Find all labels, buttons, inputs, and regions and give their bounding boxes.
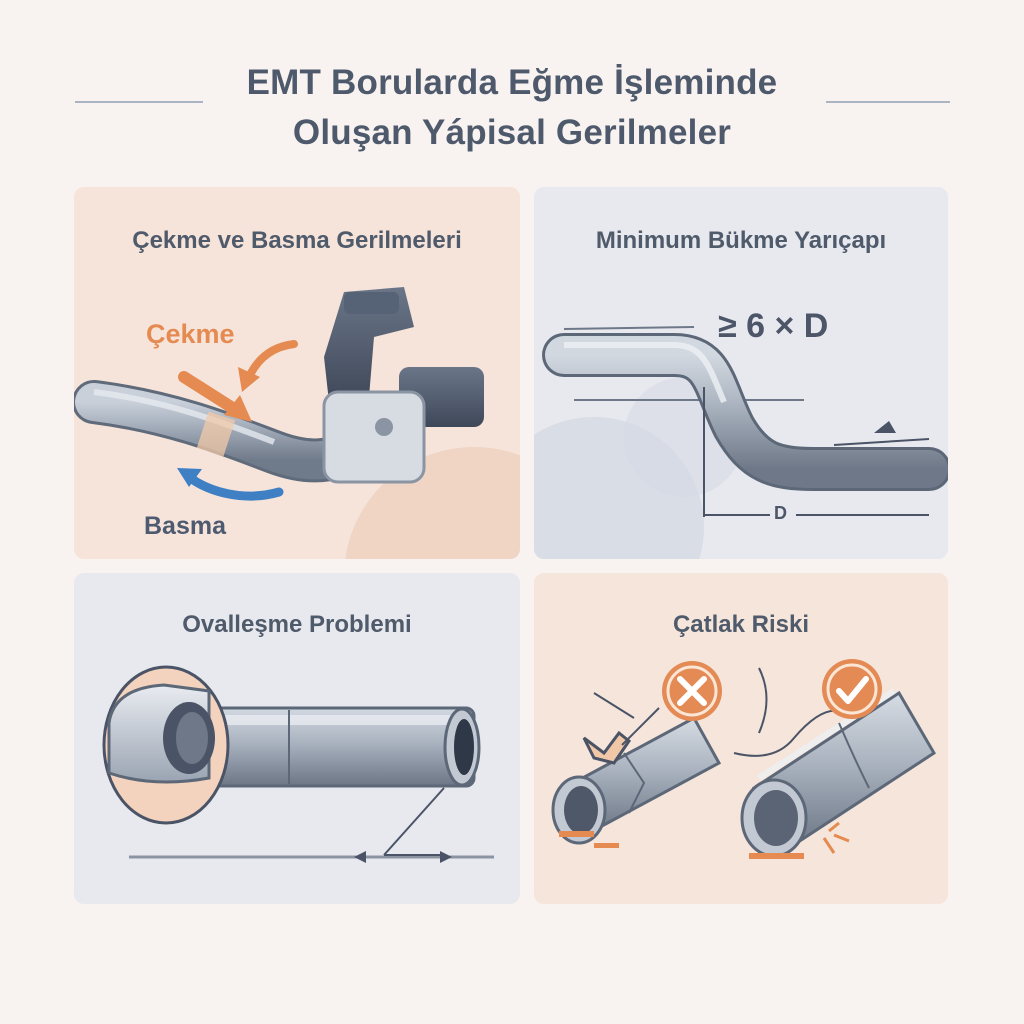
axis-marker-left	[354, 851, 366, 863]
bender-shoe	[322, 390, 426, 484]
compression-arrow	[184, 472, 284, 501]
leader-line	[383, 787, 445, 856]
shoe-bolt	[375, 418, 393, 436]
background-circle	[345, 447, 520, 559]
title-rule-left	[75, 101, 203, 103]
bend-illustration	[74, 287, 520, 559]
radius-illustration	[534, 326, 948, 559]
panel-title-ovality: Ovalleşme Problemi	[182, 611, 412, 638]
ring-bore-inner	[176, 712, 208, 764]
bend-radius-formula: ≥ 6 × D	[718, 307, 829, 345]
stress-zone	[196, 411, 236, 457]
compression-arrow-head	[177, 468, 202, 487]
tension-arrow-shaft	[178, 371, 245, 418]
tension-arrow-head	[224, 395, 252, 422]
title-line-1: EMT Borularda Eğme İşleminde	[246, 63, 778, 102]
compression-label: Basma	[144, 512, 226, 540]
panel-tension-compression: Çekme ve Basma Gerilmeleri Çekme Basma	[74, 187, 520, 559]
cracked-pipe	[551, 692, 722, 848]
panel-min-bend-radius: Minimum Bükme Yarıçapı ≥ 6 × D D	[534, 187, 948, 559]
x-circle-icon	[662, 661, 722, 721]
tension-curve-arrow	[245, 340, 298, 381]
panel-title-radius: Minimum Bükme Yarıçapı	[595, 227, 887, 254]
title-rule-right	[826, 101, 950, 103]
pipe-end-hole	[454, 719, 474, 775]
panel-title-tension: Çekme ve Basma Gerilmeleri	[132, 227, 462, 254]
dimension-label: D	[774, 503, 787, 523]
tension-curve-head	[238, 367, 260, 392]
page-title: EMT Borularda Eğme İşleminde Oluşan Yápi…	[0, 58, 1024, 158]
panel-crack-risk: Çatlak Riski	[534, 573, 948, 904]
pipe-body	[545, 336, 948, 488]
pipe-highlight	[564, 342, 727, 404]
reference-line-top	[563, 326, 695, 330]
bender-handle	[324, 287, 414, 402]
tension-label: Çekme	[146, 319, 235, 349]
pipe-highlight	[93, 389, 276, 445]
crack-illustration	[551, 659, 937, 859]
check-circle-icon	[822, 659, 882, 719]
ovality-illustration	[102, 665, 494, 863]
pipe-highlight	[194, 715, 464, 725]
axis-marker-right	[440, 851, 452, 863]
bender-lever	[344, 292, 399, 314]
panel-title-crack: Çatlak Riski	[672, 611, 810, 638]
reference-marker	[874, 421, 896, 433]
title-line-2: Oluşan Yápisal Gerilmeler	[292, 113, 732, 152]
panel-ovality: Ovalleşme Problemi	[74, 573, 520, 904]
reference-line-right	[833, 438, 930, 446]
